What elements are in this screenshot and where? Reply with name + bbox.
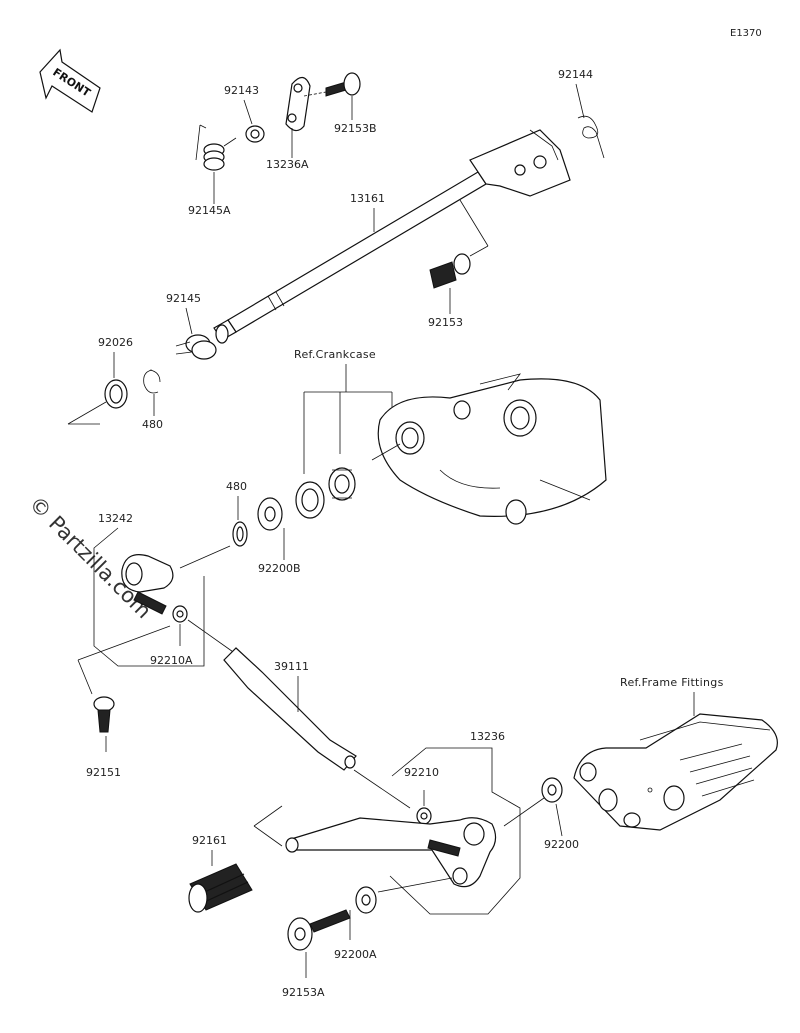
- label-92200A: 92200A: [334, 948, 377, 961]
- nut-92210: [416, 807, 432, 825]
- front-arrow-icon: FRONT: [39, 48, 101, 113]
- bolt-92153A: [287, 909, 351, 951]
- nut-92210A: [172, 605, 188, 623]
- label-92153A: 92153A: [282, 986, 325, 999]
- washer-92026: [104, 379, 128, 409]
- spring-92145A: [195, 124, 237, 171]
- label-480-top: 480: [142, 418, 163, 431]
- lever-13242: [121, 554, 174, 615]
- bolt-92153: [429, 253, 471, 289]
- shift-pedal-13236: [285, 817, 497, 888]
- crankcase-ref: [377, 373, 607, 525]
- label-92144: 92144: [558, 68, 593, 81]
- label-92153: 92153: [428, 316, 463, 329]
- spring-92144: [577, 115, 605, 159]
- label-13236: 13236: [470, 730, 505, 743]
- label-92143: 92143: [224, 84, 259, 97]
- label-13236A: 13236A: [266, 158, 309, 171]
- shift-shaft-13161: [213, 129, 571, 341]
- frame-fittings-ref: [573, 713, 778, 831]
- ref-frame-fittings: Ref.Frame Fittings: [620, 676, 724, 689]
- circlip-480-mid: [232, 521, 248, 547]
- label-92210A: 92210A: [150, 654, 193, 667]
- label-480-mid: 480: [226, 480, 247, 493]
- oil-seal: [295, 481, 325, 519]
- bolt-92153B: [303, 72, 361, 97]
- label-92153B: 92153B: [334, 122, 377, 135]
- circlip-480-top: [143, 369, 161, 394]
- label-92210: 92210: [404, 766, 439, 779]
- label-92200: 92200: [544, 838, 579, 851]
- bearing: [328, 467, 356, 501]
- washer-92200B: [257, 497, 283, 531]
- label-92161: 92161: [192, 834, 227, 847]
- pedal-rubber-92161: [188, 863, 253, 913]
- label-13161: 13161: [350, 192, 385, 205]
- washer-92200A: [355, 886, 377, 914]
- label-92151: 92151: [86, 766, 121, 779]
- label-13242: 13242: [98, 512, 133, 525]
- plate-13236A: [285, 76, 311, 132]
- label-92200B: 92200B: [258, 562, 301, 575]
- ref-crankcase: Ref.Crankcase: [294, 348, 376, 361]
- label-39111: 39111: [274, 660, 309, 673]
- spring-92145: [175, 324, 229, 360]
- label-92145: 92145: [166, 292, 201, 305]
- bolt-92151: [93, 696, 115, 733]
- label-92026: 92026: [98, 336, 133, 349]
- diagram-code: E1370: [730, 28, 762, 39]
- washer-92200: [541, 777, 563, 803]
- collar-92143: [245, 125, 265, 143]
- tie-rod-39111: [223, 647, 357, 771]
- label-92145A: 92145A: [188, 204, 231, 217]
